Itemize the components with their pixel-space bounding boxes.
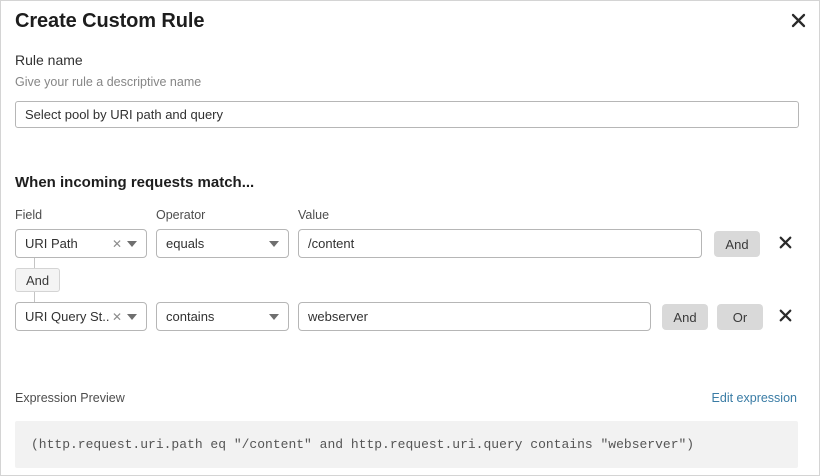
rule-name-label: Rule name bbox=[15, 52, 83, 68]
chevron-down-icon bbox=[127, 240, 137, 247]
rule-name-help-text: Give your rule a descriptive name bbox=[15, 75, 202, 89]
field-select-1[interactable]: URI Path ✕ bbox=[15, 229, 147, 258]
connector-line-top bbox=[34, 258, 35, 268]
connector-and-chip[interactable]: And bbox=[15, 268, 61, 292]
operator-select-1[interactable]: equals bbox=[156, 229, 289, 258]
edit-expression-link[interactable]: Edit expression bbox=[711, 391, 797, 405]
operator-select-1-value: equals bbox=[166, 236, 205, 251]
column-header-field: Field bbox=[15, 208, 43, 222]
operator-select-2[interactable]: contains bbox=[156, 302, 289, 331]
expression-preview-label: Expression Preview bbox=[15, 391, 125, 405]
chevron-down-icon bbox=[127, 313, 137, 320]
value-input-1[interactable] bbox=[298, 229, 702, 258]
value-input-2[interactable] bbox=[298, 302, 651, 331]
close-icon bbox=[779, 236, 792, 252]
connector-line-bottom bbox=[34, 292, 35, 302]
expression-preview-code: (http.request.uri.path eq "/content" and… bbox=[15, 421, 798, 468]
column-header-value: Value bbox=[298, 208, 330, 222]
close-icon bbox=[791, 13, 806, 28]
close-dialog-button[interactable] bbox=[785, 7, 811, 33]
column-header-operator: Operator bbox=[156, 208, 206, 222]
field-select-2[interactable]: URI Query St... ✕ bbox=[15, 302, 147, 331]
chevron-down-icon bbox=[269, 240, 279, 247]
chevron-down-icon bbox=[269, 313, 279, 320]
logic-connector: And bbox=[15, 258, 135, 302]
delete-condition-button-2[interactable] bbox=[774, 302, 796, 331]
field-select-1-value: URI Path bbox=[25, 236, 78, 251]
close-icon bbox=[779, 309, 792, 325]
field-select-2-value: URI Query St... bbox=[25, 309, 110, 324]
clear-icon[interactable]: ✕ bbox=[111, 236, 122, 251]
and-button-2[interactable]: And bbox=[662, 304, 708, 330]
clear-icon[interactable]: ✕ bbox=[111, 309, 122, 324]
page-title: Create Custom Rule bbox=[15, 10, 205, 32]
operator-select-2-value: contains bbox=[166, 309, 215, 324]
delete-condition-button-1[interactable] bbox=[774, 229, 796, 258]
or-button-2[interactable]: Or bbox=[717, 304, 763, 330]
match-section-heading: When incoming requests match... bbox=[15, 174, 255, 191]
rule-name-input[interactable] bbox=[15, 101, 799, 128]
and-button-1[interactable]: And bbox=[714, 231, 760, 257]
